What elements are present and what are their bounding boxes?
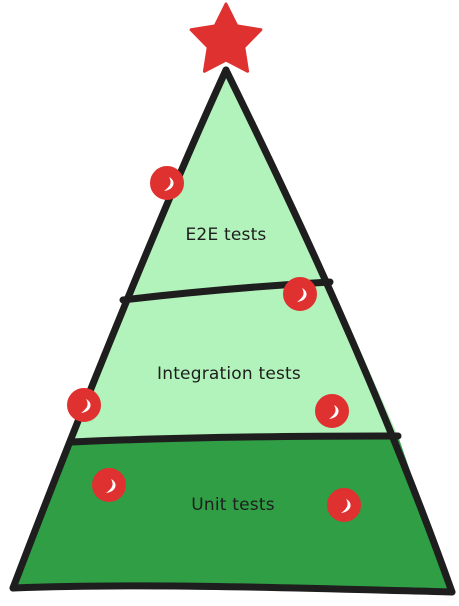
star-icon — [189, 2, 263, 73]
tree-outline — [9, 66, 456, 596]
tier-e2e-fill — [123, 72, 330, 300]
tier-label-e2e: E2E tests — [185, 225, 266, 245]
ornament-icon — [283, 277, 317, 311]
tier-fills — [13, 72, 452, 592]
tier-unit-fill — [13, 436, 452, 592]
tier-label-unit: Unit tests — [191, 495, 275, 515]
tree-right-edge — [222, 66, 456, 596]
tree-base-edge — [9, 582, 456, 596]
tier-divider-bottom — [68, 432, 402, 446]
tree-left-edge — [9, 66, 230, 592]
tier-label-integration: Integration tests — [157, 364, 301, 384]
ornament-icon — [327, 488, 361, 522]
ornaments — [67, 166, 361, 522]
ornament-icon — [315, 394, 349, 428]
ornament-icon — [150, 166, 184, 200]
ornament-icon — [67, 388, 101, 422]
tier-integration-fill — [72, 282, 398, 442]
ornament-icon — [92, 468, 126, 502]
